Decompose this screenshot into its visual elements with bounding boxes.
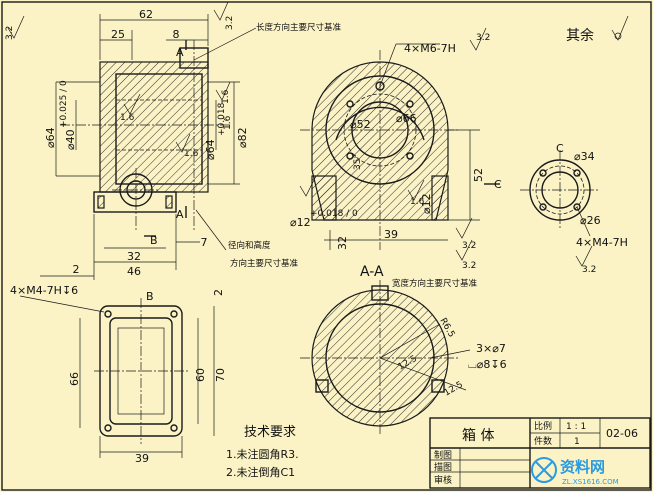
roughness-symbol-icon: [611, 15, 629, 41]
dim-39: 39: [384, 228, 398, 241]
tech-requirement-2: 2.未注倒角C1: [226, 465, 295, 479]
side-rough-3.2-a: 3.2: [462, 241, 476, 251]
watermark-url: ZL.XS1616.COM: [562, 478, 619, 486]
dim-8: 8: [173, 28, 180, 41]
dim-32: 32: [127, 250, 141, 263]
row-checked: 审核: [434, 474, 452, 486]
dim-d34: ⌀34: [574, 150, 595, 163]
dim-d82: ⌀82: [236, 127, 249, 148]
scale-value: 1 : 1: [566, 422, 586, 432]
watermark-logo: [531, 457, 557, 483]
width-datum-note: 宽度方向主要尺寸基准: [392, 278, 478, 289]
section-a-bottom: A: [176, 208, 184, 221]
dim-2: 2: [73, 263, 80, 276]
view-b: [19, 295, 215, 458]
dim-d12-tol: +0.018 / 0: [310, 209, 358, 219]
quantity-label: 件数: [534, 435, 552, 447]
watermark-text: 资料网: [560, 458, 605, 476]
dim-d40: ⌀40: [64, 129, 77, 150]
dim-d64b-tol: +0.018: [217, 102, 227, 136]
dim-66: 66: [68, 372, 81, 386]
rest-roughness-label: 其余: [566, 27, 594, 44]
section-b-mark: B: [150, 234, 158, 247]
dim-39-b: 39: [135, 452, 149, 465]
tech-requirement-1: 1.未注圆角R3.: [226, 447, 299, 461]
view-c-title: C: [556, 142, 564, 155]
dim-d52: ⌀52: [350, 118, 371, 131]
view-c-holes: 4×M4-7H: [576, 236, 628, 249]
side-holes-label: 4×M6-7H: [404, 42, 456, 55]
dim-46: 46: [127, 265, 141, 278]
view-c: [520, 150, 600, 267]
front-view: [7, 1, 257, 280]
side-view: [299, 27, 500, 261]
view-c-arrow-label: C: [494, 178, 502, 191]
side-rough-3.2: 3.2: [476, 33, 490, 43]
side-rough-3.2-b: 3.2: [462, 261, 476, 271]
dim-32-side: 32: [336, 236, 349, 250]
dim-60: 60: [194, 368, 207, 382]
dim-25: 25: [111, 28, 125, 41]
length-datum-note: 长度方向主要尺寸基准: [256, 22, 342, 33]
view-c-rough: 3.2: [582, 265, 596, 275]
rough-3.2-a: 3.2: [5, 26, 15, 40]
section-a-a-title: A-A: [360, 264, 384, 280]
rough-1.6-c: 1.6: [223, 115, 233, 130]
dim-d12: ⌀12: [290, 216, 311, 229]
dim-slot: 3×⌀7: [476, 342, 506, 355]
rough-1.6-d: 1.6: [184, 149, 199, 159]
rough-1.6-b: 1.6: [221, 89, 231, 104]
quantity-value: 1: [574, 437, 580, 447]
dim-d64b: ⌀64: [204, 139, 217, 160]
title-block: [429, 417, 651, 489]
radial-datum-note: 径向和高度: [228, 240, 271, 251]
dim-d40-tol: +0.025 / 0: [59, 80, 69, 128]
rough-3.2-b: 3.2: [225, 16, 235, 30]
section-a-top: A: [176, 46, 184, 59]
tech-requirements-title: 技术要求: [244, 425, 296, 440]
row-traced: 描图: [434, 461, 452, 473]
dim-62: 62: [139, 8, 153, 21]
dim-d66: ⌀66: [396, 112, 417, 125]
dim-d64: ⌀64: [44, 127, 57, 148]
dim-angle-35: 35°: [353, 154, 363, 170]
dim-counterbore: ⌴⌀8↧6: [468, 358, 507, 371]
radial-datum-note-2: 方向主要尺寸基准: [230, 258, 299, 269]
dim-d26: ⌀26: [580, 214, 601, 227]
section-a-a: [300, 280, 471, 436]
rough-1.6-a: 1.6: [120, 113, 135, 123]
scale-label: 比例: [534, 420, 552, 432]
dim-2-b: 2: [212, 289, 225, 296]
dim-d12b: ⌀12: [420, 193, 433, 214]
drawing-code: 02-06: [606, 427, 638, 440]
front-body-section: [99, 61, 209, 193]
dim-7: 7: [201, 236, 208, 249]
view-b-holes: 4×M4-7H↧6: [10, 284, 78, 297]
row-drawn: 制图: [434, 449, 452, 461]
part-name: 箱 体: [462, 428, 494, 444]
view-b-title: B: [146, 290, 154, 303]
side-rough-1.6: 1.6: [410, 197, 425, 207]
dim-70: 70: [214, 368, 227, 382]
dim-52: 52: [472, 168, 485, 182]
